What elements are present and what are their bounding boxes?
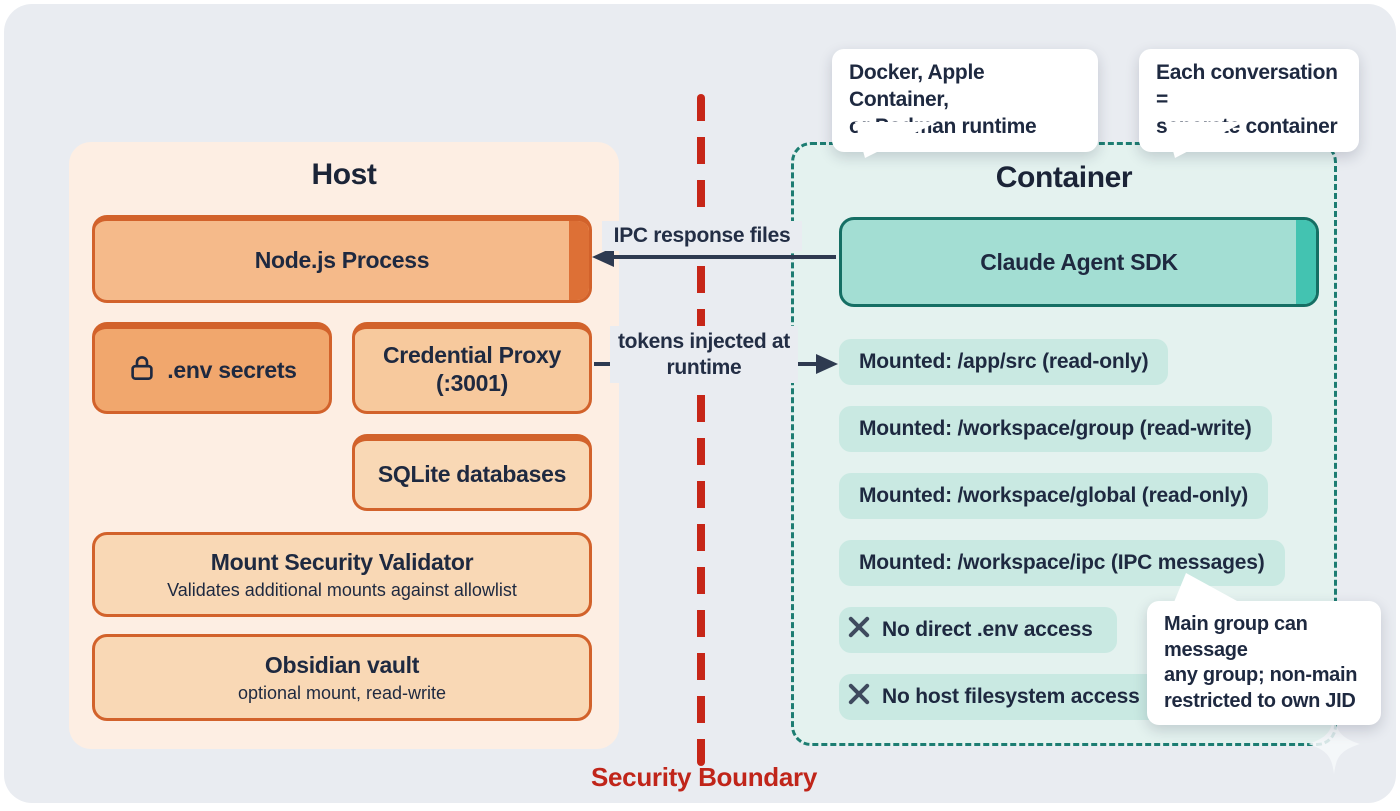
x-icon <box>845 613 873 647</box>
x-icon <box>845 680 873 714</box>
callout-ipcnote-tail <box>1172 573 1248 607</box>
host-panel: Host Node.js Process .env secrets Creden… <box>69 142 619 749</box>
env-secrets-label: .env secrets <box>167 356 297 383</box>
nodejs-process-label: Node.js Process <box>254 247 430 273</box>
credential-proxy-line1: Credential Proxy <box>383 342 561 369</box>
nodejs-process-box: Node.js Process <box>92 215 592 303</box>
obsidian-subtitle: optional mount, read-write <box>237 682 447 703</box>
container-title: Container <box>995 161 1133 194</box>
mount-row-app-src: Mounted: /app/src (read-only) <box>839 339 1169 385</box>
sparkle-icon <box>1308 714 1360 774</box>
credential-proxy-box: Credential Proxy (:3001) <box>352 322 592 414</box>
mount-row-workspace-ipc: Mounted: /workspace/ipc (IPC messages) <box>839 540 1285 586</box>
accent-strip <box>569 221 589 300</box>
denial-row-filesystem: No host filesystem access <box>839 674 1164 720</box>
denial-row-env: No direct .env access <box>839 607 1117 653</box>
claude-agent-sdk-label: Claude Agent SDK <box>980 248 1178 275</box>
host-title: Host <box>311 158 377 191</box>
callout-runtime-tail <box>855 122 937 158</box>
credential-proxy-line2: (:3001) <box>435 370 509 396</box>
container-panel: Container Claude Agent SDK Mounted: /app… <box>791 142 1337 746</box>
validator-title: Mount Security Validator <box>210 548 474 575</box>
denial-filesystem-label: No host filesystem access <box>882 685 1140 708</box>
mount-row-workspace-global: Mounted: /workspace/global (read-only) <box>839 473 1269 519</box>
security-boundary-label: Security Boundary <box>590 762 818 792</box>
sqlite-databases-box: SQLite databases <box>352 434 592 511</box>
obsidian-vault-box: Obsidian vault optional mount, read-writ… <box>92 634 592 721</box>
security-boundary-line <box>697 94 705 766</box>
callout-conversation-line1: Each conversation = <box>1156 61 1338 111</box>
denial-env-label: No direct .env access <box>882 618 1093 641</box>
validator-subtitle: Validates additional mounts against allo… <box>167 579 517 600</box>
tokens-label-line2: at runtime <box>666 330 791 379</box>
mount-row-workspace-group: Mounted: /workspace/group (read-write) <box>839 406 1272 452</box>
callout-runtime-line1: Docker, Apple Container, <box>849 61 985 111</box>
claude-agent-sdk-box: Claude Agent SDK <box>839 217 1319 307</box>
env-secrets-box: .env secrets <box>92 322 332 414</box>
callout-ipcnote-line3: restricted to own JID <box>1164 689 1356 712</box>
tokens-label-line1: tokens injected <box>617 330 767 353</box>
lock-icon <box>127 353 157 388</box>
tokens-injected-label: tokens injected at runtime <box>610 326 798 384</box>
accent-strip <box>1296 220 1316 304</box>
sqlite-databases-label: SQLite databases <box>377 461 567 487</box>
mount-security-validator-box: Mount Security Validator Validates addit… <box>92 532 592 617</box>
callout-ipc-note: Main group can message any group; non-ma… <box>1147 601 1381 726</box>
obsidian-title: Obsidian vault <box>264 651 420 678</box>
ipc-response-label: IPC response files <box>602 221 802 251</box>
callout-conversation-tail <box>1165 122 1244 158</box>
diagram-canvas: Host Node.js Process .env secrets Creden… <box>4 4 1396 803</box>
callout-ipcnote-line2: any group; non-main <box>1164 664 1358 687</box>
callout-ipcnote-line1: Main group can message <box>1164 613 1308 661</box>
